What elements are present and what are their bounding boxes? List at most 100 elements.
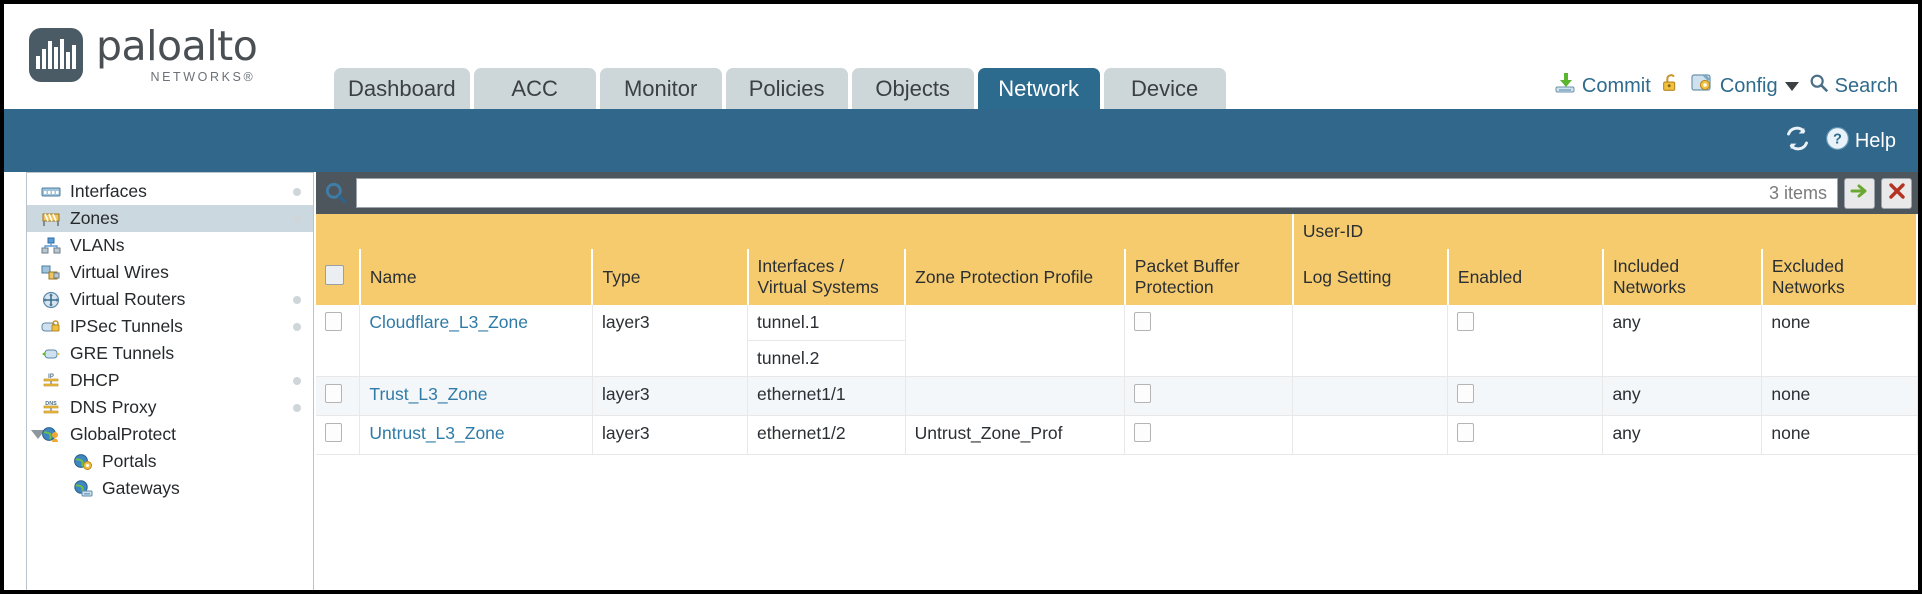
select-all-header[interactable] bbox=[316, 249, 361, 305]
row-select-cell[interactable] bbox=[316, 305, 361, 377]
zones-table: User-ID Name Type Interfaces / Virtual S… bbox=[316, 214, 1919, 455]
sidebar-item-portals[interactable]: Portals bbox=[27, 448, 313, 475]
cell-packet-buffer-protection[interactable] bbox=[1124, 376, 1294, 416]
tab-dashboard[interactable]: Dashboard bbox=[334, 68, 470, 109]
table-row[interactable]: Cloudflare_L3_Zone layer3 tunnel.1 tunne… bbox=[316, 305, 1918, 377]
help-icon: ? bbox=[1825, 126, 1850, 157]
packet-buffer-protection-checkbox[interactable] bbox=[1134, 384, 1152, 403]
column-header-included-networks[interactable]: Included Networks bbox=[1602, 249, 1763, 305]
cell-interfaces: ethernet1/1 bbox=[747, 376, 906, 416]
column-header-excluded-networks[interactable]: Excluded Networks bbox=[1761, 249, 1919, 305]
lock-icon bbox=[1660, 72, 1682, 100]
row-checkbox[interactable] bbox=[325, 423, 342, 442]
column-header-interfaces[interactable]: Interfaces / Virtual Systems bbox=[747, 249, 907, 305]
cell-name[interactable]: Cloudflare_L3_Zone bbox=[359, 305, 593, 377]
cell-type: layer3 bbox=[592, 415, 749, 455]
refresh-icon[interactable] bbox=[1784, 125, 1811, 157]
select-all-checkbox[interactable] bbox=[325, 264, 344, 285]
cell-name[interactable]: Untrust_L3_Zone bbox=[359, 415, 593, 455]
cell-type: layer3 bbox=[592, 305, 749, 377]
main-navigation-tabs[interactable]: Dashboard ACC Monitor Policies Objects N… bbox=[334, 68, 1226, 109]
cell-excluded-networks: none bbox=[1761, 376, 1918, 416]
sidebar-label: VLANs bbox=[70, 235, 125, 255]
config-menu-button[interactable]: Config bbox=[1691, 71, 1799, 101]
chevron-down-icon[interactable] bbox=[1784, 81, 1799, 91]
help-button[interactable]: ? Help bbox=[1825, 126, 1896, 157]
search-icon[interactable] bbox=[322, 180, 350, 206]
packet-buffer-protection-checkbox[interactable] bbox=[1134, 423, 1152, 442]
sidebar-item-globalprotect[interactable]: GlobalProtect bbox=[27, 421, 313, 448]
table-row[interactable]: Trust_L3_Zone layer3 ethernet1/1 any bbox=[316, 376, 1918, 416]
cell-userid-enabled[interactable] bbox=[1447, 415, 1604, 455]
userid-enabled-checkbox[interactable] bbox=[1457, 384, 1475, 403]
brand-subtitle: NETWORKS® bbox=[150, 70, 256, 84]
userid-enabled-checkbox[interactable] bbox=[1457, 312, 1475, 331]
clear-filter-icon bbox=[1887, 181, 1907, 206]
packet-buffer-protection-checkbox[interactable] bbox=[1134, 312, 1152, 331]
sidebar-label: Gateways bbox=[102, 478, 180, 498]
sidebar-label: Interfaces bbox=[70, 181, 147, 201]
tab-network[interactable]: Network bbox=[977, 68, 1100, 109]
tab-policies[interactable]: Policies bbox=[725, 68, 848, 109]
sidebar-label: GlobalProtect bbox=[70, 424, 177, 444]
cell-type: layer3 bbox=[592, 376, 749, 416]
table-row[interactable]: Untrust_L3_Zone layer3 ethernet1/2 Untru… bbox=[316, 415, 1918, 455]
cell-name[interactable]: Trust_L3_Zone bbox=[359, 376, 593, 416]
lock-button[interactable] bbox=[1660, 72, 1682, 100]
zone-name-link[interactable]: Cloudflare_L3_Zone bbox=[369, 312, 529, 332]
tab-objects[interactable]: Objects bbox=[851, 68, 974, 109]
cell-packet-buffer-protection[interactable] bbox=[1124, 415, 1294, 455]
cell-included-networks: any bbox=[1602, 305, 1763, 377]
sub-header-band: ? Help bbox=[4, 109, 1918, 172]
search-button[interactable]: Search bbox=[1808, 72, 1898, 100]
apply-filter-button[interactable] bbox=[1844, 177, 1875, 209]
userid-enabled-checkbox[interactable] bbox=[1457, 423, 1475, 442]
sidebar-item-virtual-wires[interactable]: Virtual Wires bbox=[27, 259, 313, 286]
sidebar-item-virtual-routers[interactable]: Virtual Routers bbox=[27, 286, 313, 313]
apply-filter-icon bbox=[1850, 181, 1870, 206]
sidebar-item-dns-proxy[interactable]: DNS DNS Proxy bbox=[27, 394, 313, 421]
sidebar-label: Portals bbox=[102, 451, 157, 471]
cell-userid-enabled[interactable] bbox=[1447, 376, 1604, 416]
expander-triangle-icon[interactable] bbox=[31, 430, 45, 439]
row-select-cell[interactable] bbox=[316, 415, 361, 455]
zone-name-link[interactable]: Trust_L3_Zone bbox=[369, 384, 488, 404]
tab-acc[interactable]: ACC bbox=[473, 68, 596, 109]
sidebar-item-zones[interactable]: Zones bbox=[27, 205, 313, 232]
cell-packet-buffer-protection[interactable] bbox=[1124, 305, 1294, 377]
sidebar-item-vlans[interactable]: VLANs bbox=[27, 232, 313, 259]
tab-monitor[interactable]: Monitor bbox=[599, 68, 722, 109]
ipsec-tunnels-icon bbox=[41, 318, 61, 336]
column-header-enabled[interactable]: Enabled bbox=[1447, 249, 1604, 305]
clear-filter-button[interactable] bbox=[1881, 177, 1912, 209]
cell-included-networks: any bbox=[1602, 415, 1763, 455]
row-checkbox[interactable] bbox=[325, 384, 342, 403]
sidebar-item-dhcp[interactable]: IP DHCP bbox=[27, 367, 313, 394]
cell-userid-enabled[interactable] bbox=[1447, 305, 1604, 377]
row-checkbox[interactable] bbox=[325, 312, 342, 331]
sidebar-item-ipsec-tunnels[interactable]: IPSec Tunnels bbox=[27, 313, 313, 340]
filter-toolbar: 3 items bbox=[316, 172, 1918, 214]
sidebar-item-gre-tunnels[interactable]: GRE Tunnels bbox=[27, 340, 313, 367]
sidebar-label: Zones bbox=[70, 208, 119, 228]
virtual-wires-icon bbox=[41, 264, 61, 282]
status-dot bbox=[293, 376, 301, 385]
column-header-type[interactable]: Type bbox=[592, 249, 749, 305]
filter-input[interactable]: 3 items bbox=[356, 178, 1838, 208]
sidebar-item-gateways[interactable]: Gateways bbox=[27, 475, 313, 502]
main-body: Interfaces Zones bbox=[4, 172, 1919, 590]
sidebar-label: IPSec Tunnels bbox=[70, 316, 183, 336]
sidebar-item-interfaces[interactable]: Interfaces bbox=[27, 178, 313, 205]
column-header-zone-protection-profile[interactable]: Zone Protection Profile bbox=[905, 249, 1126, 305]
tab-device[interactable]: Device bbox=[1103, 68, 1226, 109]
column-header-name[interactable]: Name bbox=[359, 249, 594, 305]
globalprotect-icon bbox=[41, 426, 61, 444]
svg-text:DNS: DNS bbox=[45, 401, 57, 407]
commit-button[interactable]: Commit bbox=[1553, 71, 1651, 101]
status-dot bbox=[293, 214, 301, 223]
column-header-log-setting[interactable]: Log Setting bbox=[1292, 249, 1449, 305]
zone-name-link[interactable]: Untrust_L3_Zone bbox=[369, 423, 505, 443]
column-header-packet-buffer-protection[interactable]: Packet Buffer Protection bbox=[1124, 249, 1294, 305]
row-select-cell[interactable] bbox=[316, 376, 361, 416]
cell-excluded-networks: none bbox=[1761, 305, 1918, 377]
